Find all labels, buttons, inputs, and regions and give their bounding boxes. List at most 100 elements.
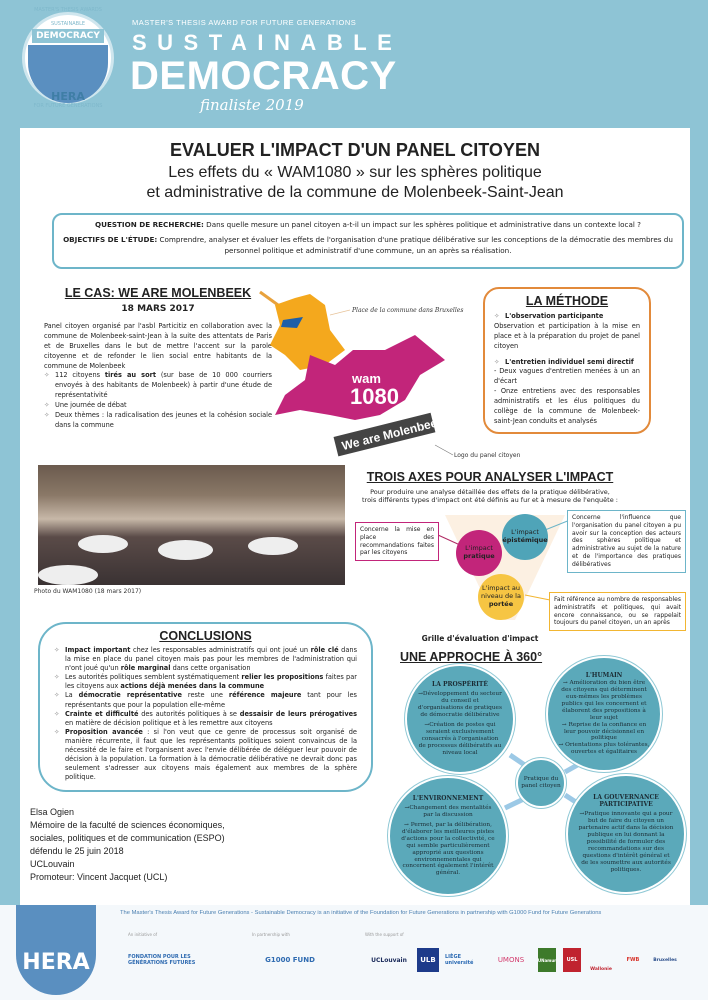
circle-label-bold: portée — [488, 599, 514, 608]
header-democracy: DEMOCRACY — [130, 54, 397, 98]
logo-1080: 1080 — [350, 384, 399, 409]
conclusion-bold: Proposition avancée — [65, 727, 143, 736]
center-label: Pratique du panel citoyen — [521, 776, 561, 789]
award-name: MASTER'S THESIS AWARD FOR FUTURE GENERAT… — [132, 18, 357, 27]
logo-band-top: SUSTAINABLE — [50, 21, 86, 27]
circle-title: LA PROSPÉRITÉ — [432, 681, 488, 689]
bullet-text: 112 citoyens — [55, 371, 105, 380]
conclusion-bold: Crainte et difficulté — [65, 709, 139, 718]
method-heading: LA MÉTHODE — [525, 294, 609, 308]
author-info: Elsa Ogien Mémoire de la faculté de scie… — [30, 806, 225, 884]
method-item-text: - Onze entretiens avec des responsables … — [494, 387, 640, 425]
liege-logo: LIÈGE université — [445, 954, 474, 966]
footer-sentence: The Master's Thesis Award for Future Gen… — [120, 910, 602, 916]
circle-title: L'HUMAIN — [585, 671, 623, 679]
author-name: Elsa Ogien — [30, 807, 75, 817]
poster-title: EVALUER L'IMPACT D'UN PANEL CITOYEN — [170, 140, 540, 160]
research-question-box: QUESTION DE RECHERCHE: Dans quelle mesur… — [52, 213, 684, 269]
circle-text: →Pratique innovante qui a pour but de fa… — [578, 811, 674, 874]
umons-logo: UMONS — [497, 956, 525, 964]
environment-circle: L'ENVIRONNEMENT→Changement des mentalité… — [388, 776, 508, 896]
conclusion-text: La — [65, 691, 79, 700]
ulb-logo: ULB — [417, 948, 439, 972]
circle-text: → Permet, par la délibération, d'élabore… — [401, 821, 495, 877]
axes-intro: Pour produire une analyse détaillée des … — [370, 488, 610, 496]
bullet-bold: tirés au sort — [104, 371, 157, 380]
conclusion-bold: démocratie représentative — [78, 691, 182, 700]
fwb-logo: FWB — [626, 957, 640, 963]
circle-label: L'impact au niveau de la — [481, 584, 521, 601]
connector — [524, 594, 551, 601]
circle-title: L'ENVIRONNEMENT — [412, 794, 484, 802]
circle-label: L'impact — [465, 544, 493, 553]
epistemic-impact-description: Concerne l'influence que l'organisation … — [567, 510, 686, 573]
conclusions-box: CONCLUSIONS Impact important chez les re… — [38, 622, 373, 792]
case-heading: LE CAS: WE ARE MOLENBEEK — [64, 286, 252, 300]
case-date: 18 MARS 2017 — [121, 304, 195, 314]
circle-label-bold: pratique — [463, 552, 495, 560]
map-caption: Place de la commune dans Bruxelles — [352, 307, 464, 314]
conclusion-bold: rôle clé — [310, 646, 339, 654]
conclusions-list: Impact important chez les responsables a… — [54, 646, 357, 782]
circle-text: → Orientations plus tolérantes, ouvertes… — [558, 742, 650, 756]
logo-wam: wam — [351, 371, 381, 386]
axes-intro: trois différents types d'impact ont été … — [362, 496, 618, 504]
connector — [544, 519, 571, 531]
question-label: QUESTION DE RECHERCHE: — [95, 220, 204, 229]
conclusion-text: tant pour les représentants que pour la … — [65, 691, 357, 709]
method-item-text: - Deux vagues d'entretien menées à un an… — [494, 367, 640, 386]
conclusion-bold: dessaisir de leurs prérogatives — [239, 709, 358, 718]
grid-label: Grille d'évaluation d'impact — [421, 634, 539, 643]
objectives-text: Comprendre, analyser et évaluer les effe… — [157, 235, 673, 255]
uclouvain-logo: UCLouvain — [371, 956, 407, 964]
method-item-title: L'entretien individuel semi directif — [494, 358, 640, 368]
conclusion-item: Crainte et difficulté des autorités poli… — [54, 710, 357, 728]
conclusions-heading: CONCLUSIONS — [159, 629, 252, 643]
bullet-text: (sur base de 10 000 courriers envoyés à … — [55, 371, 272, 400]
approach-heading: UNE APPROCHE À 360° — [400, 650, 543, 664]
method-box: LA MÉTHODE L'observation participante Ob… — [483, 287, 651, 434]
conclusion-item: Impact important chez les responsables a… — [54, 646, 357, 673]
author-line: Mémoire de la faculté de sciences économ… — [30, 820, 225, 831]
conclusion-text: Les autorités politiques semblent systém… — [65, 673, 242, 682]
g1000-logo: G1000 FUND — [265, 956, 315, 964]
circle-label-bold: épistémique — [502, 536, 548, 544]
event-photo — [38, 465, 345, 585]
governance-circle: LA GOUVERNANCE PARTICIPATIVE→Pratique in… — [566, 774, 686, 894]
author-line: défendu le 25 juin 2018 — [30, 846, 124, 857]
case-bullet: Deux thèmes : la radicalisation des jeun… — [44, 411, 272, 431]
case-section: LE CAS: WE ARE MOLENBEEK 18 MARS 2017 Pa… — [44, 286, 272, 431]
circle-text: → Reprise de la confiance en leur pouvoi… — [561, 721, 647, 742]
conclusion-text: dans la mise en place du panel citoyen m… — [65, 646, 357, 673]
case-intro: Panel citoyen organisé par l'asbl Partic… — [44, 322, 272, 370]
objectives-label: OBJECTIFS DE L'ÉTUDE: — [63, 235, 158, 245]
method-item-title: L'observation participante — [494, 312, 640, 322]
conclusion-text: des autorités politiques à se — [138, 709, 240, 718]
conclusion-bold: rôle marginal — [120, 664, 171, 673]
case-bullet: 112 citoyens tirés au sort (sur base de … — [44, 371, 272, 401]
brussels-region-logo: Bruxelles — [653, 957, 677, 963]
conclusion-text: : si l'on veut que ce genre de processus… — [65, 727, 357, 782]
connector — [437, 534, 461, 546]
photo-table — [78, 535, 128, 553]
photo-table — [38, 565, 98, 585]
conclusion-text: chez les responsables administratifs qui… — [130, 646, 311, 654]
circle-text: →Développement du secteur du conseil et … — [418, 691, 502, 719]
logo-band: DEMOCRACY — [32, 29, 104, 43]
usl-logo: USL — [563, 948, 581, 972]
conclusion-item: Les autorités politiques semblent systém… — [54, 673, 357, 691]
photo-table — [158, 540, 213, 560]
header-sustainable: SUSTAINABLE — [132, 30, 403, 55]
support-label: With the support of — [365, 932, 404, 937]
human-circle: L'HUMAIN→ Amélioration du bien être des … — [546, 656, 662, 772]
map-and-logo-graphic: wam 1080 We are Molenbeek — [259, 290, 454, 457]
logo-banner-bg — [333, 412, 436, 457]
logo-caption: Logo du panel citoyen — [454, 452, 521, 459]
author-line: UCLouvain — [30, 859, 75, 870]
hera-logo: HERA — [16, 905, 96, 995]
brussels-map — [270, 294, 345, 370]
footer — [0, 905, 708, 1000]
